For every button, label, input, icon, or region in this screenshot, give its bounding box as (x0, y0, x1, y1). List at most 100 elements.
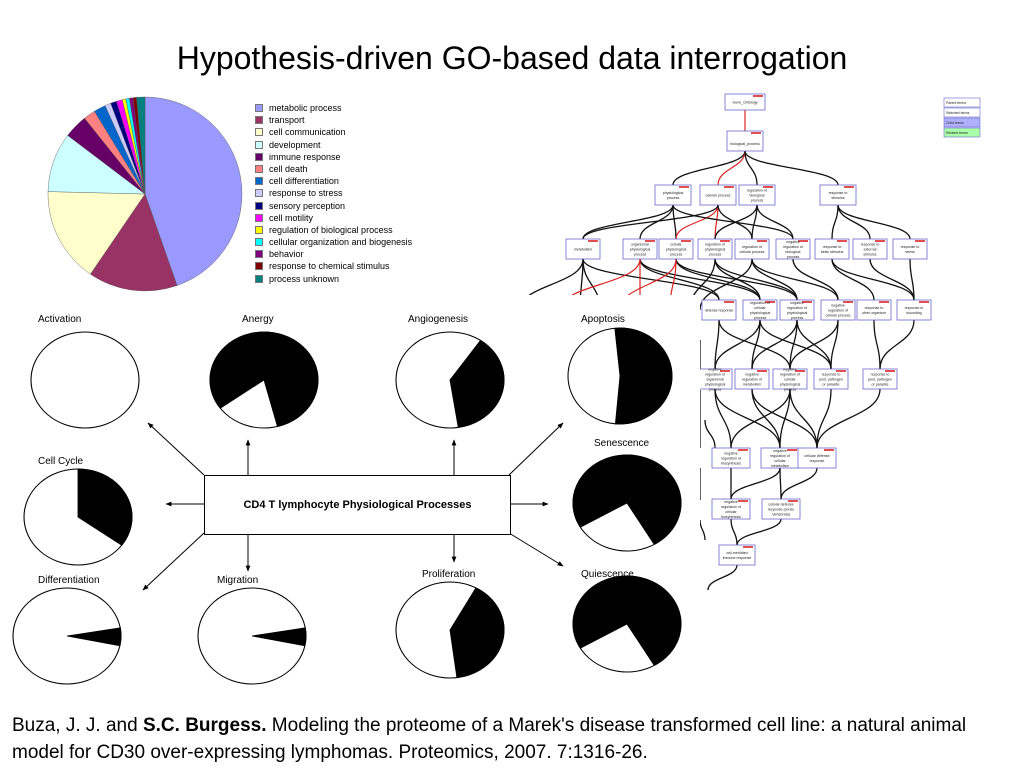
process-pie-wedge (251, 627, 307, 647)
go-term-label-line: physiological (750, 311, 771, 315)
go-term-node (622, 238, 658, 260)
go-term-id-mark (720, 370, 730, 372)
go-edge (672, 150, 746, 186)
pie-legend-swatch (255, 116, 263, 125)
pie-legend-swatch (255, 201, 263, 210)
go-term-id-mark (879, 301, 889, 303)
process-pie-wedge (572, 454, 682, 545)
go-term-node (862, 368, 898, 390)
go-term-label-line: biosynthesis (721, 462, 741, 466)
go-edge (736, 518, 782, 546)
go-term-node (772, 368, 808, 390)
go-term-node (896, 299, 932, 321)
pie-legend-label: metabolic process (269, 103, 342, 113)
go-term-id-mark (724, 186, 734, 188)
go-edge (714, 388, 781, 449)
go-edge (751, 388, 781, 449)
go-term-id-mark (679, 186, 689, 188)
pie-legend-swatch (255, 225, 263, 234)
go-edge (792, 258, 839, 301)
go-term-id-mark (720, 240, 730, 242)
go-term-id-mark (919, 301, 929, 303)
go-term-id-mark (765, 301, 775, 303)
go-edge (751, 258, 839, 301)
process-pie-wedge (449, 339, 505, 428)
go-term-label-line: regulation of (747, 189, 767, 193)
pie-legend-swatch (255, 140, 263, 149)
pie-legend-label: development (269, 139, 321, 150)
go-term-id-mark (795, 370, 805, 372)
go-term-label-line: negative (708, 368, 722, 372)
go-term-label-line: regulation of (828, 309, 848, 313)
go-term-id-mark (837, 240, 847, 242)
go-term-label-line: biological (786, 250, 801, 254)
pie-legend-label: response to chemical stimulus (269, 261, 390, 272)
citation: Buza, J. J. and S.C. Burgess. Modeling t… (12, 712, 1017, 766)
go-term-label-line: cellular defense (804, 454, 829, 458)
go-term-label-line: regulation of (705, 373, 725, 377)
process-pie-wedge (572, 575, 682, 666)
go-edge (873, 319, 881, 370)
process-label: Proliferation (422, 569, 476, 580)
go-term-label-line: metabolism (574, 248, 592, 252)
overview-pie-slice (47, 191, 146, 275)
go-term-label-line: regulation of (750, 301, 770, 305)
go-term-id-mark (751, 132, 761, 134)
process-pie (23, 468, 133, 566)
citation-bold-author: S.C. Burgess. (142, 715, 267, 736)
go-term-label-line: response to (823, 245, 842, 249)
go-edge (582, 204, 719, 240)
go-edge (909, 258, 915, 301)
go-edge (714, 319, 720, 370)
go-term-label-line: biological_process (730, 142, 760, 146)
go-legend-label: Selected terms (946, 111, 970, 115)
go-term-id-mark (843, 301, 853, 303)
go-term-label-line: response to (861, 243, 880, 247)
pie-legend-label: regulation of biological process (269, 224, 393, 235)
process-pie (395, 581, 505, 679)
go-term-label-line: or parasite (823, 383, 840, 387)
go-term-label-line: process (709, 388, 722, 392)
go-edge (714, 258, 761, 301)
go-term-label-line: negative (831, 304, 845, 308)
go-term-id-mark (588, 240, 598, 242)
center-process-box: CD4 T lymphocyte Physiological Processes (204, 475, 511, 535)
go-term-label-line: physiological (787, 311, 808, 315)
go-term-id-mark (763, 186, 773, 188)
pie-legend-label: response to stress (269, 188, 343, 199)
go-edge (639, 204, 674, 240)
pie-legend-label: cellular organization and biogenesis (269, 237, 413, 248)
go-term-label-line: response to (822, 373, 841, 377)
go-term-label-line: regulation of (721, 457, 741, 461)
process-label: Quiescence (581, 569, 634, 580)
go-edge (751, 204, 758, 240)
go-term-node (797, 447, 837, 469)
pie-legend-label: sensory perception (269, 200, 346, 211)
pie-legend-swatch (255, 177, 263, 186)
go-term-node (856, 299, 892, 321)
go-term-id-mark (757, 240, 767, 242)
pie-legend-swatch (255, 262, 263, 271)
process-label: Migration (217, 575, 259, 586)
go-term-label-line: cellular (725, 510, 737, 514)
go-term-node (819, 184, 857, 206)
go-term-label-line: process (667, 196, 680, 200)
go-term-node (565, 238, 601, 260)
go-term-node (654, 184, 692, 206)
process-label: Apoptosis (581, 314, 625, 325)
go-term-node (775, 238, 811, 260)
pie-legend-label: cell communication (269, 127, 346, 138)
go-term-label: cellular process (706, 194, 731, 198)
process-pie (209, 331, 319, 429)
go-term-id-mark (798, 240, 808, 242)
go-term-label-line: metabolism (771, 464, 789, 468)
go-edge (756, 204, 794, 240)
go-term-label-line: stimulus (863, 253, 876, 257)
